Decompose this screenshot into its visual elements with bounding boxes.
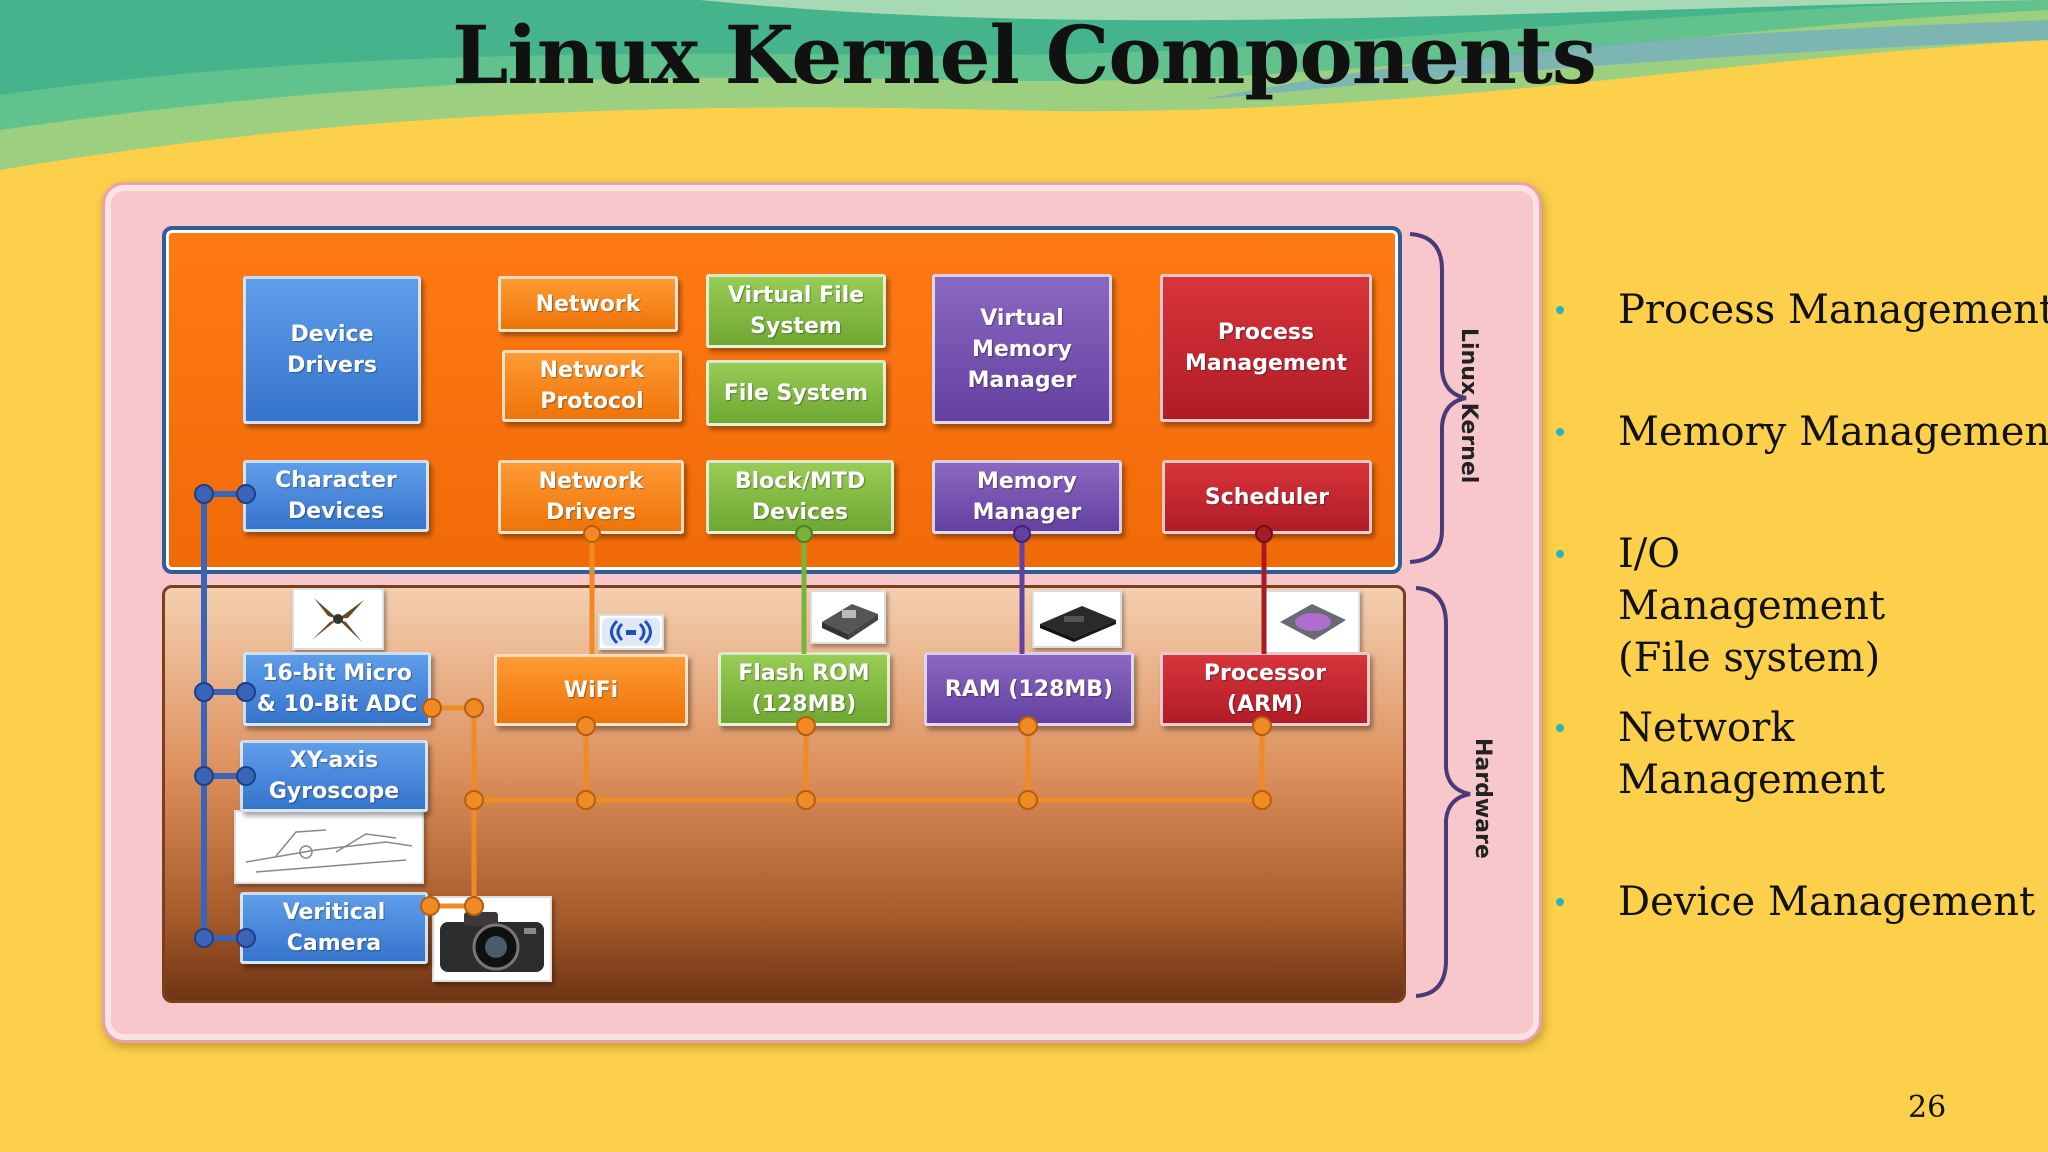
scheduler-box: Scheduler [1162,460,1372,534]
processor-chip-image [1264,590,1360,654]
network-box: Network [498,276,678,332]
slide-title: Linux Kernel Components [452,8,1597,102]
character-devices-box: Character Devices [243,460,429,532]
flash-rom-box: Flash ROM (128MB) [718,652,890,726]
device-drivers-box: Device Drivers [243,276,421,424]
camera-box: Veritical Camera [240,892,428,964]
bullet-dot-icon [1556,428,1564,436]
block-mtd-devices-box: Block/MTD Devices [706,460,894,534]
virtual-file-system-box: Virtual File System [706,274,886,348]
hardware-label: Hardware [1470,738,1495,859]
fan-image [292,588,384,650]
bullet-dot-icon [1556,724,1564,732]
processor-box: Processor (ARM) [1160,652,1370,726]
micro-adc-box: 16-bit Micro & 10-Bit ADC [243,652,431,726]
bullet-text: Memory Management [1618,409,2048,455]
page-number: 26 [1908,1090,1947,1125]
virtual-memory-manager-box: Virtual Memory Manager [932,274,1112,424]
bullet-text: I/O Management (File system) [1618,531,1886,681]
ram-module-image [1032,590,1122,648]
bullet-text: Device Management [1618,879,2036,925]
ram-box: RAM (128MB) [924,652,1134,726]
memory-manager-box: Memory Manager [932,460,1122,534]
network-protocol-box: Network Protocol [502,350,682,422]
camera-image [432,896,552,982]
wifi-icon [598,614,664,650]
gyroscope-sketch-image [234,810,424,884]
bullet-dot-icon [1556,898,1564,906]
gyroscope-box: XY-axis Gyroscope [240,740,428,812]
bullet-dot-icon [1556,550,1564,558]
bullet-text: Process Management [1618,287,2048,333]
flash-chip-image [810,590,886,644]
bullet-dot-icon [1556,306,1564,314]
file-system-box: File System [706,360,886,426]
network-drivers-box: Network Drivers [498,460,684,534]
linux-kernel-label: Linux Kernel [1456,328,1481,484]
wifi-box: WiFi [494,654,688,726]
bullet-text: Network Management [1618,705,1886,803]
process-management-box: Process Management [1160,274,1372,422]
